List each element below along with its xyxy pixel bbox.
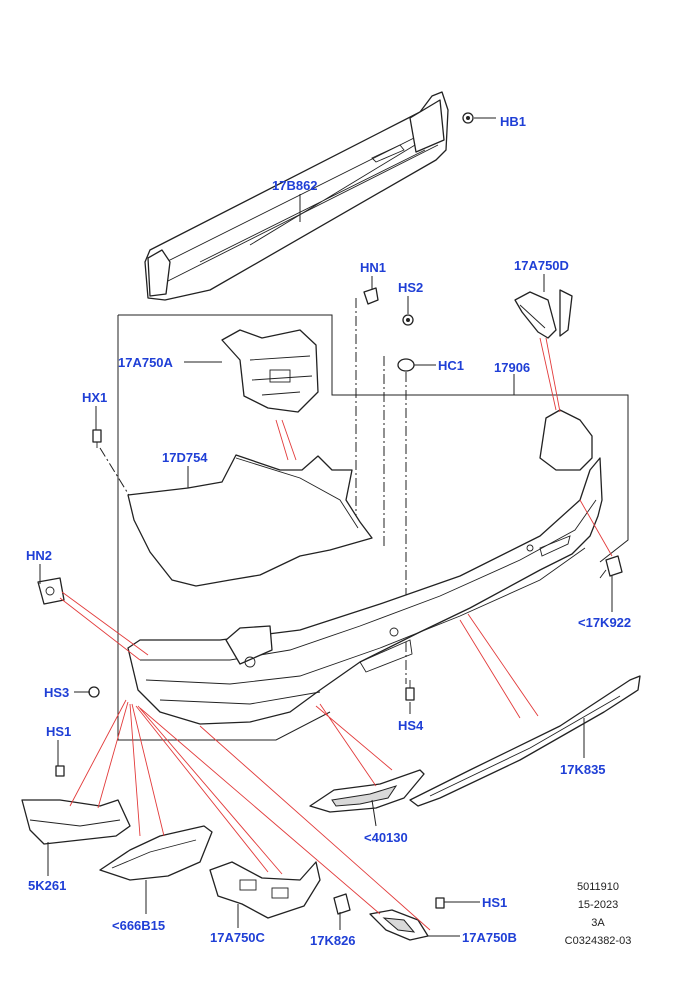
ref-line-4: C0324382-03 [565, 935, 632, 947]
callout-17A750D[interactable]: 17A750D [514, 258, 569, 273]
fastener-HN1 [363, 287, 379, 305]
splash-shield-5K261 [21, 799, 131, 845]
bracket-17A750A [221, 329, 319, 413]
callout-HC1[interactable]: HC1 [438, 358, 464, 373]
callout-17K826[interactable]: 17K826 [310, 933, 356, 948]
red-leader-lines [59, 337, 613, 931]
fastener-HS3 [88, 686, 100, 698]
reference-block: 5011910 15-2023 3A C0324382-03 [565, 881, 632, 947]
callout-40130[interactable]: <40130 [364, 830, 408, 845]
bumper-cover-17906 [127, 409, 603, 725]
clip-17K922 [599, 555, 623, 579]
callout-17A750A[interactable]: 17A750A [118, 355, 174, 370]
bracket-17A750B [369, 909, 429, 941]
callout-HN1[interactable]: HN1 [360, 260, 386, 275]
callout-HS3[interactable]: HS3 [44, 685, 69, 700]
callout-17D754[interactable]: 17D754 [162, 450, 208, 465]
callout-HS2[interactable]: HS2 [398, 280, 423, 295]
callout-666B15[interactable]: <666B15 [112, 918, 165, 933]
fastener-HS1-left [55, 765, 65, 777]
callout-HS1-right[interactable]: HS1 [482, 895, 507, 910]
callout-17K922[interactable]: <17K922 [578, 615, 631, 630]
bumper-beam-17B862 [144, 91, 474, 301]
fastener-HS1-right [435, 897, 445, 909]
callout-HB1[interactable]: HB1 [500, 114, 526, 129]
callout-17906[interactable]: 17906 [494, 360, 530, 375]
clip-17K826 [333, 893, 351, 915]
callout-17K835[interactable]: 17K835 [560, 762, 606, 777]
ref-line-3: 3A [591, 917, 605, 929]
callout-HS4[interactable]: HS4 [398, 718, 424, 733]
cover-17D754 [127, 454, 373, 587]
centerline-4 [99, 447, 133, 501]
trim-strip-17K835 [409, 675, 641, 807]
ref-line-1: 5011910 [577, 881, 619, 893]
bracket-17A750C [209, 861, 321, 919]
reflector-40130 [309, 769, 425, 813]
assembly-frame [117, 314, 629, 741]
bracket-HN2 [37, 577, 65, 605]
callout-17B862[interactable]: 17B862 [272, 178, 318, 193]
fastener-HS4 [405, 680, 415, 701]
callout-17A750B[interactable]: 17A750B [462, 930, 517, 945]
bracket-17A750D [514, 289, 573, 339]
callout-5K261[interactable]: 5K261 [28, 878, 66, 893]
shield-666B15 [99, 825, 213, 881]
fastener-HX1 [92, 429, 102, 448]
ref-line-2: 15-2023 [578, 899, 618, 911]
callout-HN2[interactable]: HN2 [26, 548, 52, 563]
fastener-HS2 [402, 314, 414, 326]
callout-17A750C[interactable]: 17A750C [210, 930, 266, 945]
callout-HS1-left[interactable]: HS1 [46, 724, 71, 739]
leader-lines [39, 117, 613, 937]
callout-HX1[interactable]: HX1 [82, 390, 107, 405]
clip-HC1 [397, 358, 415, 372]
